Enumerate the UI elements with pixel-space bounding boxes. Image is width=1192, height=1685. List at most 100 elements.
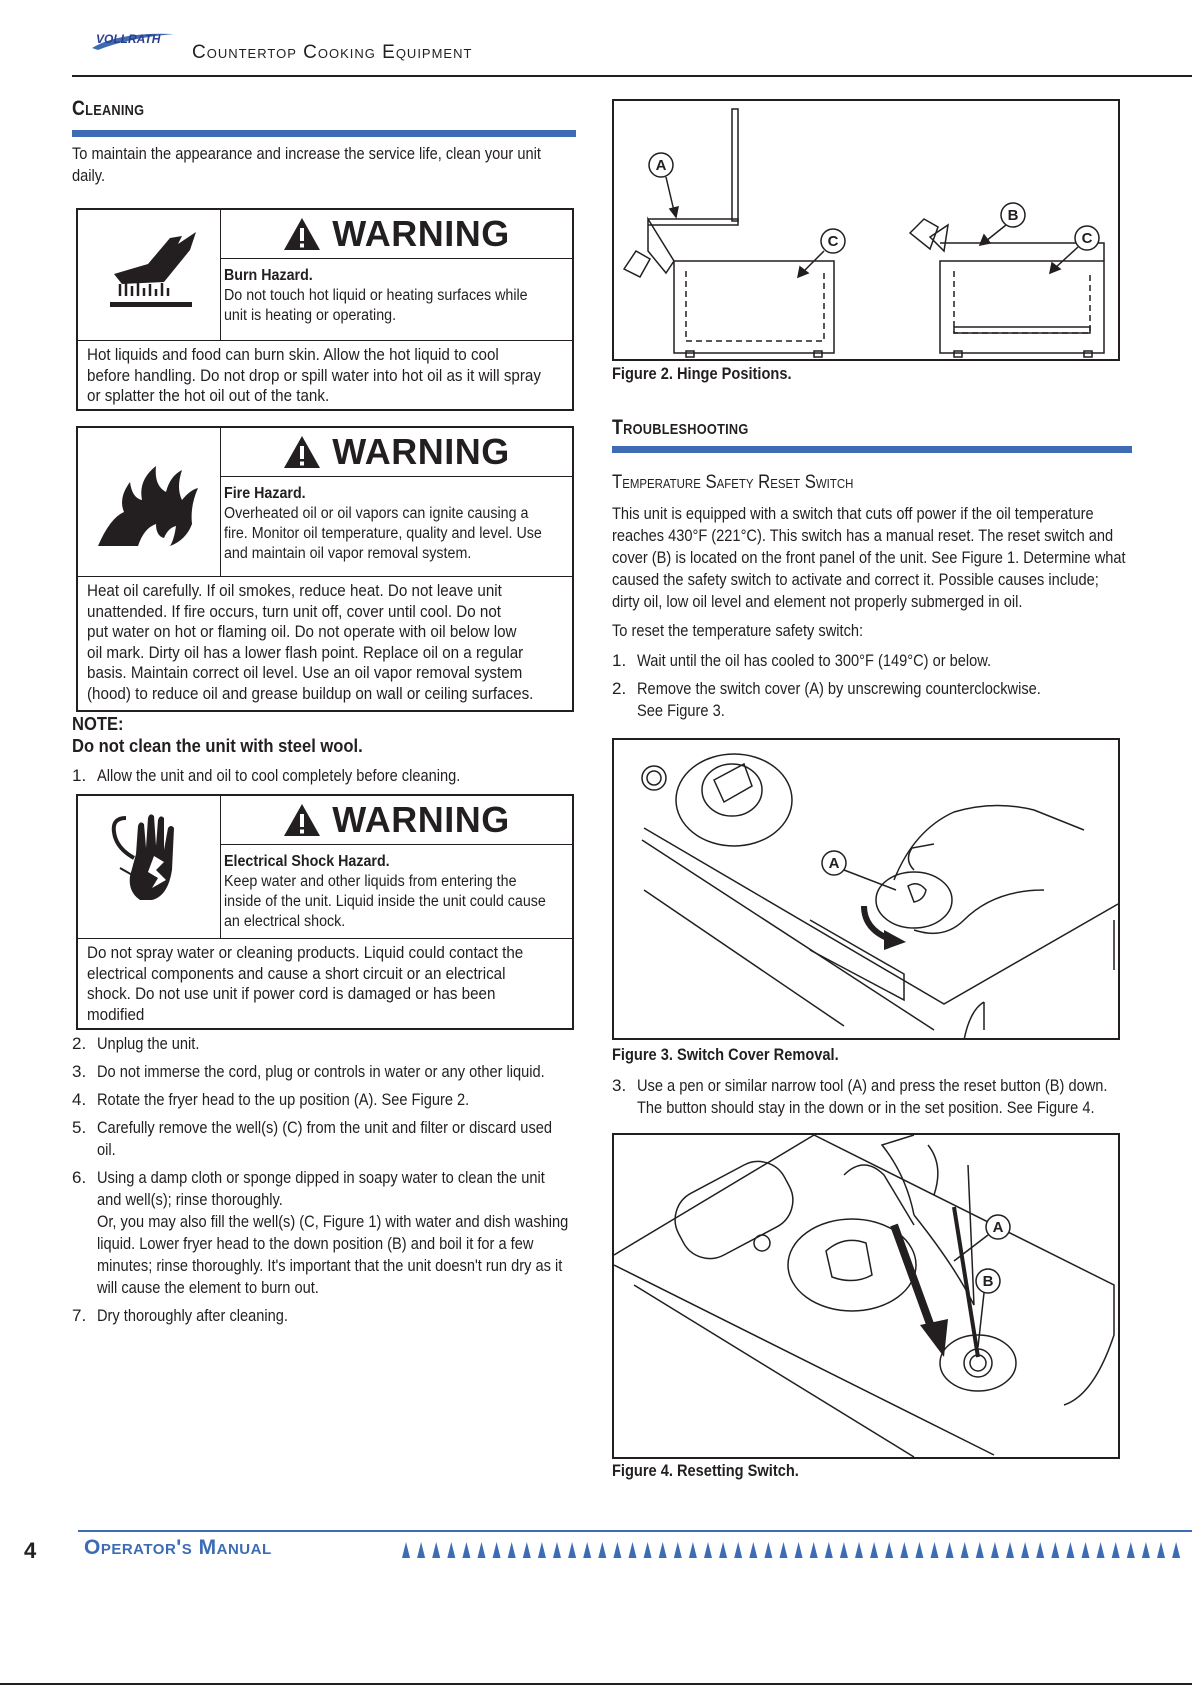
footer-triangle <box>1126 1542 1135 1558</box>
figure-3-caption: Figure 3. Switch Cover Removal. <box>612 1045 839 1064</box>
footer-triangle <box>537 1542 546 1558</box>
footer-triangle <box>522 1542 531 1558</box>
list-item: 6. Using a damp cloth or sponge dipped i… <box>72 1168 569 1297</box>
burn-hazard-text: Burn Hazard. Do not touch hot liquid or … <box>224 267 528 324</box>
footer-triangle <box>870 1542 879 1558</box>
fire-warning-box: WARNING Fire Hazard. Overheated oil or o… <box>76 426 574 712</box>
footer-triangle <box>402 1542 410 1558</box>
list-item: 3. Use a pen or similar narrow tool (A) … <box>612 1076 1108 1117</box>
burn-hazard-icon <box>110 232 196 307</box>
burn-warning-body: Hot liquids and food can burn skin. Allo… <box>78 340 572 407</box>
footer-triangle <box>1096 1542 1105 1558</box>
figure-2-caption: Figure 2. Hinge Positions. <box>612 364 792 383</box>
footer-triangle <box>749 1542 758 1558</box>
svg-text:B: B <box>983 1273 994 1290</box>
footer-triangle <box>688 1542 697 1558</box>
electrical-hazard-text: Electrical Shock Hazard. Keep water and … <box>224 853 546 930</box>
footer-triangle <box>658 1542 667 1558</box>
footer-triangle <box>839 1542 848 1558</box>
footer-triangle <box>945 1542 954 1558</box>
cleaning-heading: Cleaning <box>72 97 145 120</box>
footer-triangle <box>1141 1542 1150 1558</box>
resetting-switch-illustration: A B <box>613 1134 1115 1458</box>
list-item: 7.Dry thoroughly after cleaning. <box>72 1306 288 1325</box>
footer-triangle <box>643 1542 652 1558</box>
footer-triangle <box>900 1542 909 1558</box>
burn-warning-box: WARNING Burn Hazard. Do not touch hot li… <box>76 208 574 411</box>
electrical-shock-icon <box>111 814 174 900</box>
footer-triangle <box>1021 1542 1030 1558</box>
footer-decoration <box>402 1542 1181 1558</box>
list-item: 2.Unplug the unit. <box>72 1034 200 1053</box>
figure-4-resetting-switch: A B <box>612 1133 1120 1459</box>
troubleshooting-heading-bar <box>612 446 1132 453</box>
fire-warning-body: Heat oil carefully. If oil smokes, reduc… <box>78 576 572 704</box>
cleaning-heading-bar <box>72 130 576 137</box>
electrical-warning-box: WARNING Electrical Shock Hazard. Keep wa… <box>76 794 574 1030</box>
footer-triangle <box>432 1542 441 1558</box>
svg-text:C: C <box>1082 230 1093 247</box>
footer-triangle <box>719 1542 728 1558</box>
fryer-hinge-illustration: A B C C <box>622 108 1105 358</box>
footer-triangle <box>598 1542 607 1558</box>
reset-switch-paragraph: This unit is equipped with a switch that… <box>612 504 1126 611</box>
note: NOTE: Do not clean the unit with steel w… <box>72 713 363 757</box>
svg-text:A: A <box>656 157 667 174</box>
list-item: 4.Rotate the fryer head to the up positi… <box>72 1090 470 1109</box>
footer-triangle <box>960 1542 969 1558</box>
switch-cover-illustration: A <box>641 753 1119 1041</box>
warning-label: WARNING <box>332 799 510 840</box>
footer-triangle <box>1111 1542 1120 1558</box>
footer-triangle <box>764 1542 773 1558</box>
footer-triangle <box>824 1542 833 1558</box>
footer-triangle <box>734 1542 743 1558</box>
fire-hazard-icon <box>98 466 198 546</box>
warning-label: WARNING <box>332 213 510 254</box>
footer-triangle <box>975 1542 984 1558</box>
fire-hazard-text: Fire Hazard. Overheated oil or oil vapor… <box>224 485 542 562</box>
list-item: 5. Carefully remove the well(s) (C) from… <box>72 1118 553 1159</box>
header-title: Countertop Cooking Equipment <box>192 42 473 63</box>
footer-triangle <box>1157 1542 1165 1558</box>
footer-triangle <box>1172 1542 1181 1558</box>
footer-triangle <box>568 1542 577 1558</box>
note-label: NOTE: <box>72 714 124 734</box>
footer-triangle <box>613 1542 622 1558</box>
svg-text:A: A <box>993 1219 1004 1236</box>
troubleshooting-heading: Troubleshooting <box>612 416 749 439</box>
page-bottom-edge <box>0 1683 1192 1685</box>
svg-text:VOLLRATH: VOLLRATH <box>96 32 161 46</box>
note-text: Do not clean the unit with steel wool. <box>72 736 363 756</box>
list-item: 1.Allow the unit and oil to cool complet… <box>72 766 461 785</box>
list-item: 1.Wait until the oil has cooled to 300°F… <box>612 651 992 670</box>
footer-triangle <box>779 1542 788 1558</box>
page-number: 4 <box>24 1538 37 1563</box>
vollrath-logo: VOLLRATH <box>92 32 174 50</box>
svg-text:A: A <box>829 855 840 872</box>
figure-2-hinge-positions: A B C C <box>612 99 1120 361</box>
warning-triangle-icon <box>284 436 321 468</box>
footer-triangle <box>583 1542 592 1558</box>
figure-4-caption: Figure 4. Resetting Switch. <box>612 1461 799 1480</box>
svg-text:C: C <box>828 233 839 250</box>
footer-triangle <box>1051 1542 1060 1558</box>
reset-switch-subheading: Temperature Safety Reset Switch <box>612 472 854 493</box>
electrical-warning-body: Do not spray water or cleaning products.… <box>78 938 572 1025</box>
footer-title: Operator's Manual <box>84 1536 272 1559</box>
warning-label: WARNING <box>332 431 510 472</box>
list-item: 2. Remove the switch cover (A) by unscre… <box>612 679 1041 720</box>
figure-3-switch-cover-removal: A <box>612 738 1120 1041</box>
cleaning-intro: To maintain the appearance and increase … <box>72 144 541 185</box>
footer-triangle <box>1036 1542 1045 1558</box>
footer-triangle <box>855 1542 863 1558</box>
footer-triangle <box>1066 1542 1075 1558</box>
footer-triangle <box>477 1542 486 1558</box>
header-divider <box>72 75 1192 77</box>
footer-triangle <box>673 1542 682 1558</box>
footer-triangle <box>885 1542 894 1558</box>
reset-intro: To reset the temperature safety switch: <box>612 621 864 640</box>
footer-triangle <box>794 1542 803 1558</box>
warning-triangle-icon <box>284 218 321 250</box>
footer-triangle <box>990 1542 999 1558</box>
footer-divider <box>78 1530 1192 1532</box>
